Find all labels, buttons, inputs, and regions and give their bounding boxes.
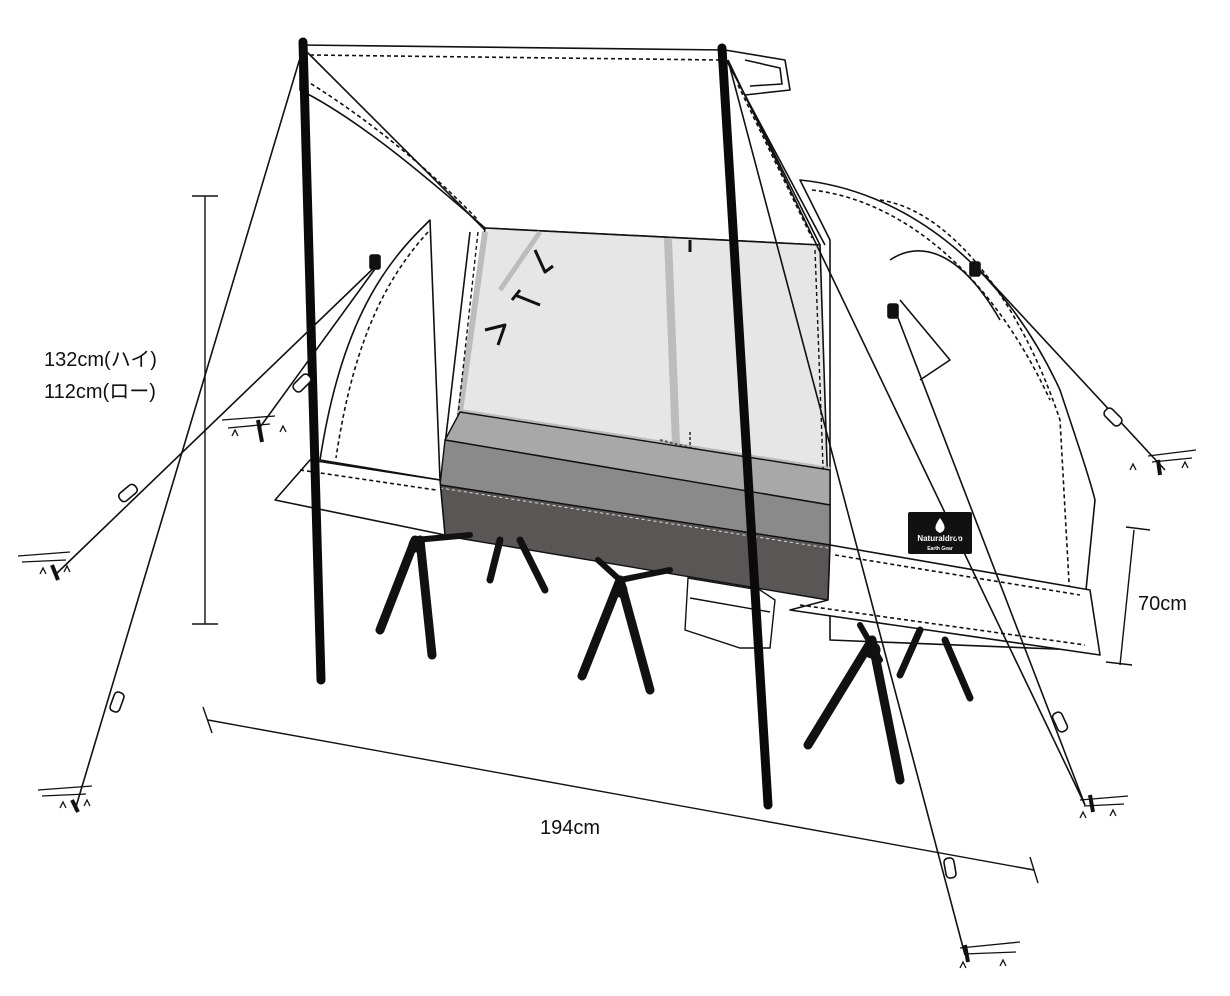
stake-left-mid [17, 551, 71, 581]
drop-icon [935, 518, 945, 533]
tent-poles [298, 37, 773, 810]
left-pole [298, 37, 326, 685]
stake-right-top [1129, 449, 1197, 476]
cot-height-label: 70cm [1138, 593, 1187, 615]
dimension-lines [192, 195, 1151, 884]
brand-name: Naturaldrop [917, 534, 962, 543]
stake-left-top [221, 415, 287, 443]
brand-logo-patch: Naturaldrop Earth Gear [908, 512, 972, 554]
awning-tarp [299, 44, 821, 246]
cot-right-deck [789, 544, 1101, 656]
cot-height-dimension-line [1119, 529, 1135, 666]
height-low-label: 112cm(ロー) [44, 381, 156, 403]
tent-left-wing [319, 219, 441, 481]
ground-stakes [17, 415, 1197, 969]
line-tensioners [109, 254, 1123, 879]
guy-lines [54, 47, 1166, 956]
length-label: 194cm [540, 817, 600, 839]
right-pole [717, 43, 773, 810]
height-high-label: 132cm(ハイ) [44, 349, 157, 371]
stake-right-mid [1079, 794, 1129, 819]
tent-rear-dome [799, 179, 1096, 651]
cot-legs [375, 532, 974, 785]
stake-left-bottom [37, 785, 93, 813]
brand-sub: Earth Gear [927, 546, 953, 552]
length-dimension-line [207, 719, 1035, 871]
stake-right-bottom [959, 941, 1021, 969]
